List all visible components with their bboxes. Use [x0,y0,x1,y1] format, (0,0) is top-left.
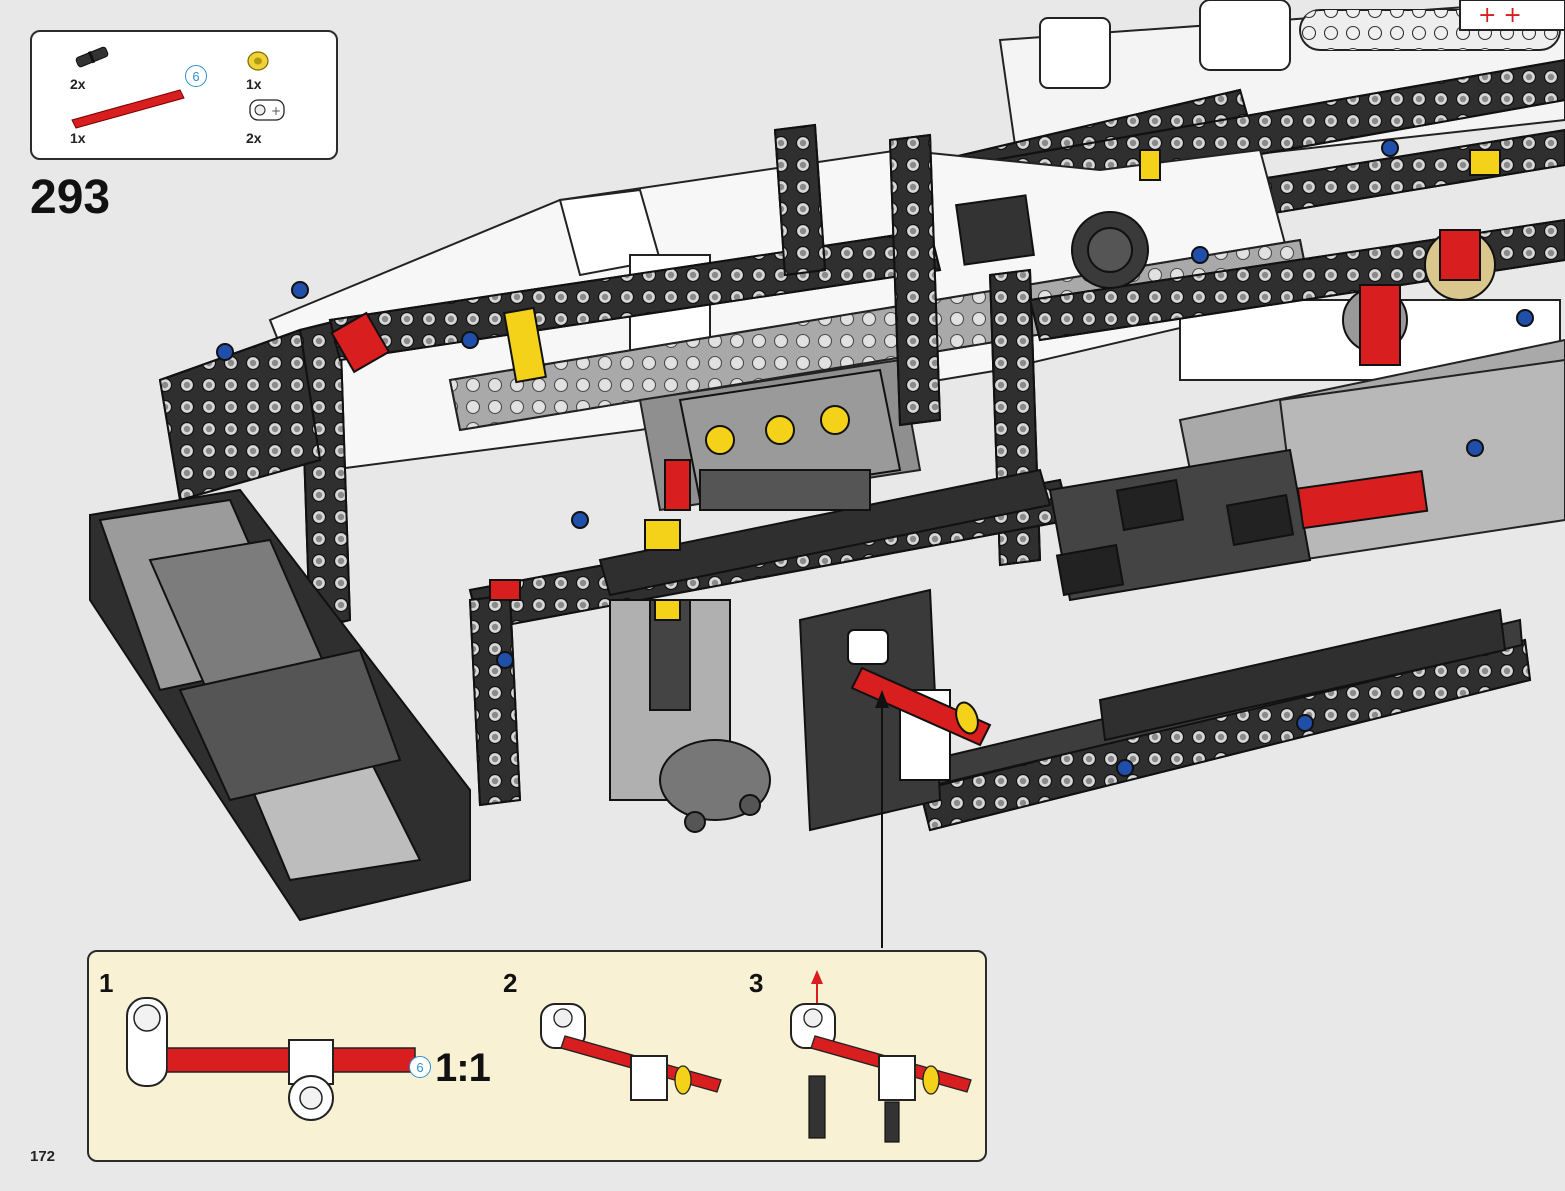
svg-text:+ +: + + [1478,3,1522,28]
substep-1-number: 1 [99,968,114,998]
substep-3-number: 3 [749,968,764,998]
page-number: 172 [30,1148,56,1165]
black-pin-icon [75,46,109,68]
accent-pieces [216,139,1534,777]
dashboard-tiles [955,194,1312,602]
svg-text:+: + [271,104,281,118]
tan-bush-icon [247,51,269,71]
red-axle-icon [71,89,185,129]
step-number: 293 [30,171,111,224]
substep-1-length-ref: 6 [409,1056,431,1078]
subassembly-callout: 1 6 1:1 2 3 [87,950,987,1162]
main-black-beams [158,123,1565,832]
white-connector-quantity: 2x [246,130,262,146]
substep-3-illustration [790,970,972,1143]
gear-stack [1342,229,1496,366]
substep-2-illustration [540,1003,722,1101]
substep-1-illustration [126,997,416,1121]
white-connector-icon: + [249,99,285,121]
axle-length-ref: 6 [185,65,207,87]
step-red-axle [847,629,992,747]
substep-2-number: 2 [503,968,518,998]
scale-1-to-1-label: 1:1 [435,1046,491,1090]
left-step-block [89,488,471,922]
red-axle-quantity: 1x [70,130,86,146]
parts-list-box: 2x 6 1x 1x + 2x [30,30,338,160]
tan-bush-quantity: 1x [246,76,262,92]
engine-block [678,368,902,511]
callout-pointer-arrow [875,690,889,948]
black-pin-quantity: 2x [70,76,86,92]
